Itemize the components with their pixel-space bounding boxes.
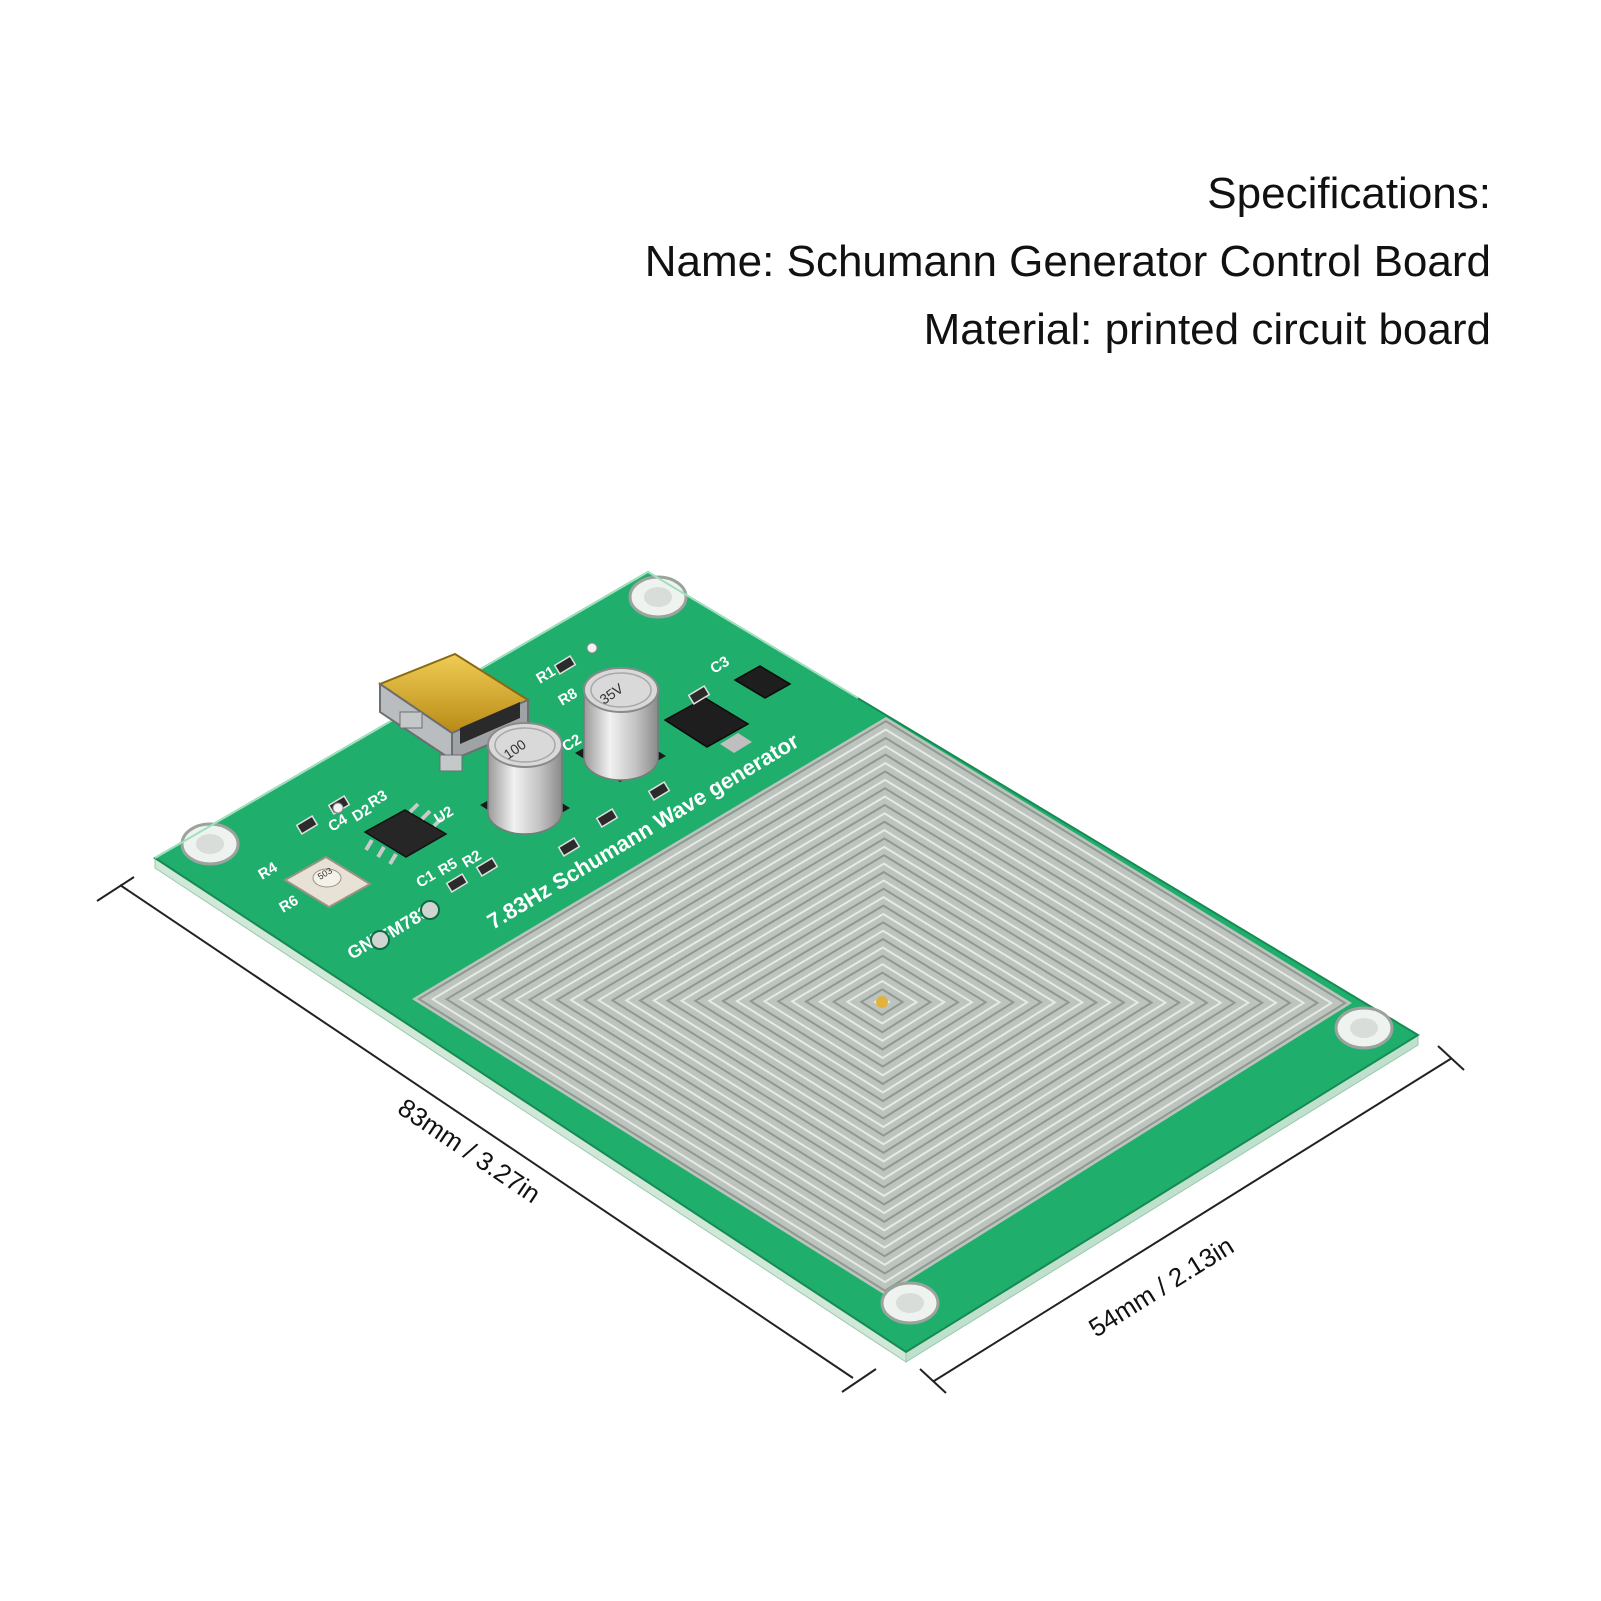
mounting-hole: [1334, 1006, 1394, 1050]
coil-trace: [499, 770, 1264, 1241]
coil-trace: [679, 879, 1085, 1129]
ic-chip: [363, 802, 448, 866]
spiral-coil: [416, 720, 1347, 1292]
specs-heading: Specifications:: [1207, 169, 1491, 218]
coil-trace: [638, 854, 1126, 1154]
coil-trace: [430, 728, 1334, 1284]
coil-trace: [707, 896, 1057, 1111]
voltage-regulator: [663, 697, 752, 753]
coil-trace: [748, 921, 1016, 1086]
coil-trace: [486, 761, 1278, 1249]
mounting-hole: [628, 575, 688, 619]
coil-trace: [831, 971, 933, 1034]
led-indicator: [586, 642, 598, 654]
coil-trace: [582, 820, 1182, 1189]
coil-trace: [817, 963, 947, 1042]
coil-trace: [762, 929, 1002, 1077]
gnd-pad: [370, 930, 390, 950]
coil-trace: [596, 829, 1168, 1180]
coil-trace: [651, 862, 1112, 1146]
coil-trace: [845, 979, 919, 1025]
smd-diode: [733, 665, 792, 699]
trimmer-potentiometer: 503: [283, 855, 372, 909]
dimension-line-length: [96, 876, 877, 1393]
mounting-hole: [180, 822, 240, 866]
coil-trace: [541, 795, 1223, 1215]
led-indicator: [332, 802, 344, 814]
electrolytic-capacitor: 100: [480, 722, 570, 835]
coil-trace: [859, 988, 905, 1017]
coil-trace: [416, 720, 1347, 1292]
coil-trace: [624, 845, 1140, 1163]
coil-trace: [444, 736, 1320, 1275]
coil-trace: [721, 904, 1043, 1103]
silkscreen-outline: [154, 570, 859, 859]
mounting-hole: [880, 1281, 940, 1325]
coil-trace: [472, 753, 1292, 1258]
coil-trace: [569, 812, 1195, 1198]
specifications-block: Specifications: Name: Schumann Generator…: [645, 160, 1491, 364]
coil-trace: [555, 803, 1209, 1206]
coil-trace: [458, 745, 1306, 1266]
coil-trace: [776, 937, 988, 1068]
coil-trace: [610, 837, 1154, 1172]
coil-trace: [734, 912, 1029, 1094]
coil-center-pad: [876, 996, 888, 1008]
dimension-line-width: [919, 1045, 1465, 1394]
signal-pad: [420, 900, 440, 920]
specs-material-line: Material: printed circuit board: [923, 305, 1491, 354]
specs-name-line: Name: Schumann Generator Control Board: [644, 237, 1491, 286]
width-dimension-label: 54mm / 2.13in: [1083, 1230, 1239, 1343]
electrolytic-capacitor: 35V: [575, 667, 666, 782]
coil-trace: [804, 954, 960, 1051]
coil-trace: [513, 778, 1251, 1232]
coil-trace: [693, 887, 1071, 1120]
coil-trace: [527, 787, 1237, 1223]
coil-trace: [665, 870, 1099, 1137]
smd-components: [295, 655, 711, 893]
coil-trace: [790, 946, 974, 1060]
usb-connector: [377, 652, 531, 772]
